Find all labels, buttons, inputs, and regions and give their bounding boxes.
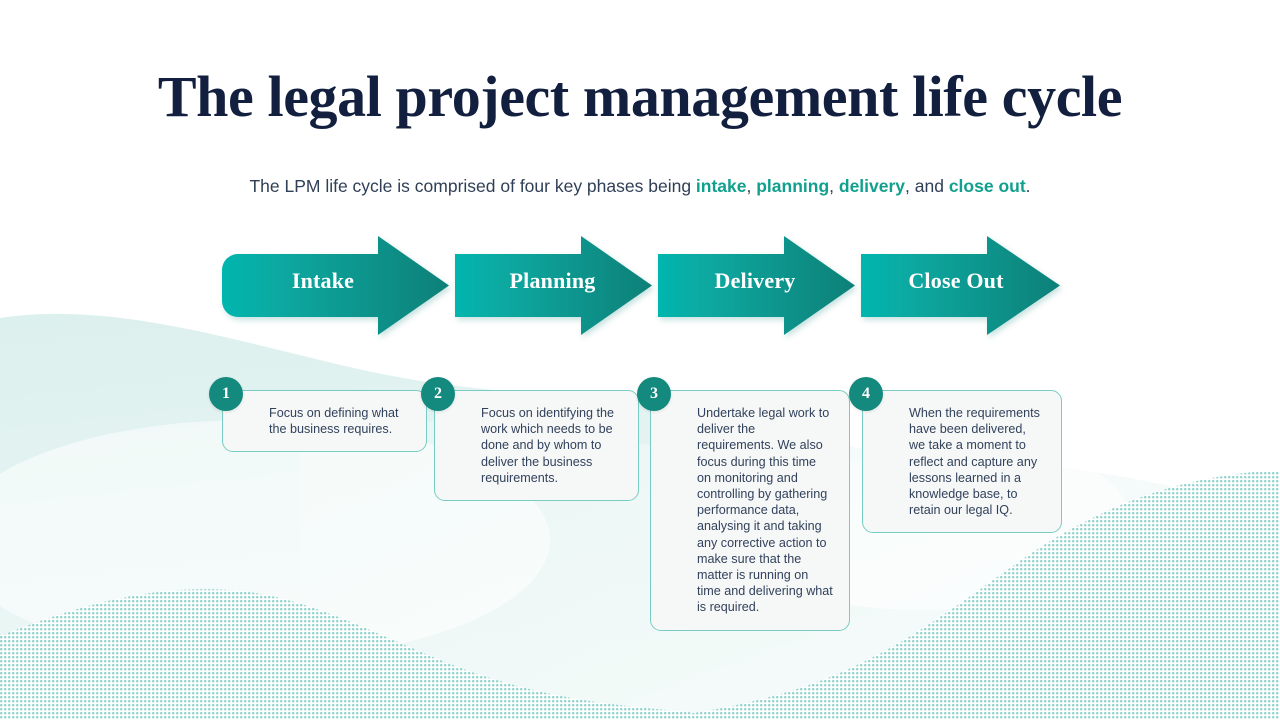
phase-arrow-intake bbox=[222, 236, 449, 335]
subtitle-highlight-planning: planning bbox=[756, 176, 830, 196]
phase-card-3-text: Undertake legal work to deliver the requ… bbox=[697, 406, 833, 615]
phase-arrow-band bbox=[222, 236, 1060, 335]
subtitle-highlight-delivery: delivery bbox=[838, 176, 906, 196]
phase-card-4-badge: 4 bbox=[849, 377, 883, 411]
phase-label-intake[interactable]: Intake bbox=[291, 268, 355, 293]
page-title: The legal project management life cycle bbox=[157, 64, 1123, 129]
page-subtitle: The LPM life cycle is comprised of four … bbox=[0, 173, 1280, 199]
subtitle-end: . bbox=[1025, 176, 1031, 196]
phase-card-1[interactable]: 1 Focus on defining what the business re… bbox=[209, 377, 427, 453]
phase-card-4-text: When the requirements have been delivere… bbox=[909, 406, 1040, 518]
phase-arrow-planning bbox=[455, 236, 652, 335]
phase-card-3-badge: 3 bbox=[637, 377, 671, 411]
phase-label-delivery[interactable]: Delivery bbox=[714, 268, 796, 293]
subtitle-highlight-intake: intake bbox=[695, 176, 747, 196]
phase-card-2[interactable]: 2 Focus on identifying the work which ne… bbox=[421, 377, 639, 502]
subtitle-separator-1: , bbox=[746, 176, 757, 196]
phase-card-2-text: Focus on identifying the work which need… bbox=[481, 406, 615, 485]
subtitle-separator-3: , and bbox=[905, 176, 949, 196]
phase-arrow-close-out bbox=[861, 236, 1060, 335]
subtitle-separator-2: , bbox=[829, 176, 839, 196]
phase-label-planning[interactable]: Planning bbox=[509, 268, 596, 293]
phase-card-2-badge: 2 bbox=[421, 377, 455, 411]
phase-arrow-delivery bbox=[658, 236, 855, 335]
subtitle-part-1: The LPM life cycle is comprised of four … bbox=[249, 176, 696, 196]
subtitle-highlight-close-out: close out bbox=[948, 176, 1026, 196]
phase-card-3[interactable]: 3 Undertake legal work to deliver the re… bbox=[637, 377, 850, 631]
phase-card-1-badge: 1 bbox=[209, 377, 243, 411]
phase-card-4[interactable]: 4 When the requirements have been delive… bbox=[849, 377, 1062, 534]
phase-label-close-out[interactable]: Close Out bbox=[908, 268, 1004, 293]
phase-card-1-text: Focus on defining what the business requ… bbox=[269, 406, 399, 437]
